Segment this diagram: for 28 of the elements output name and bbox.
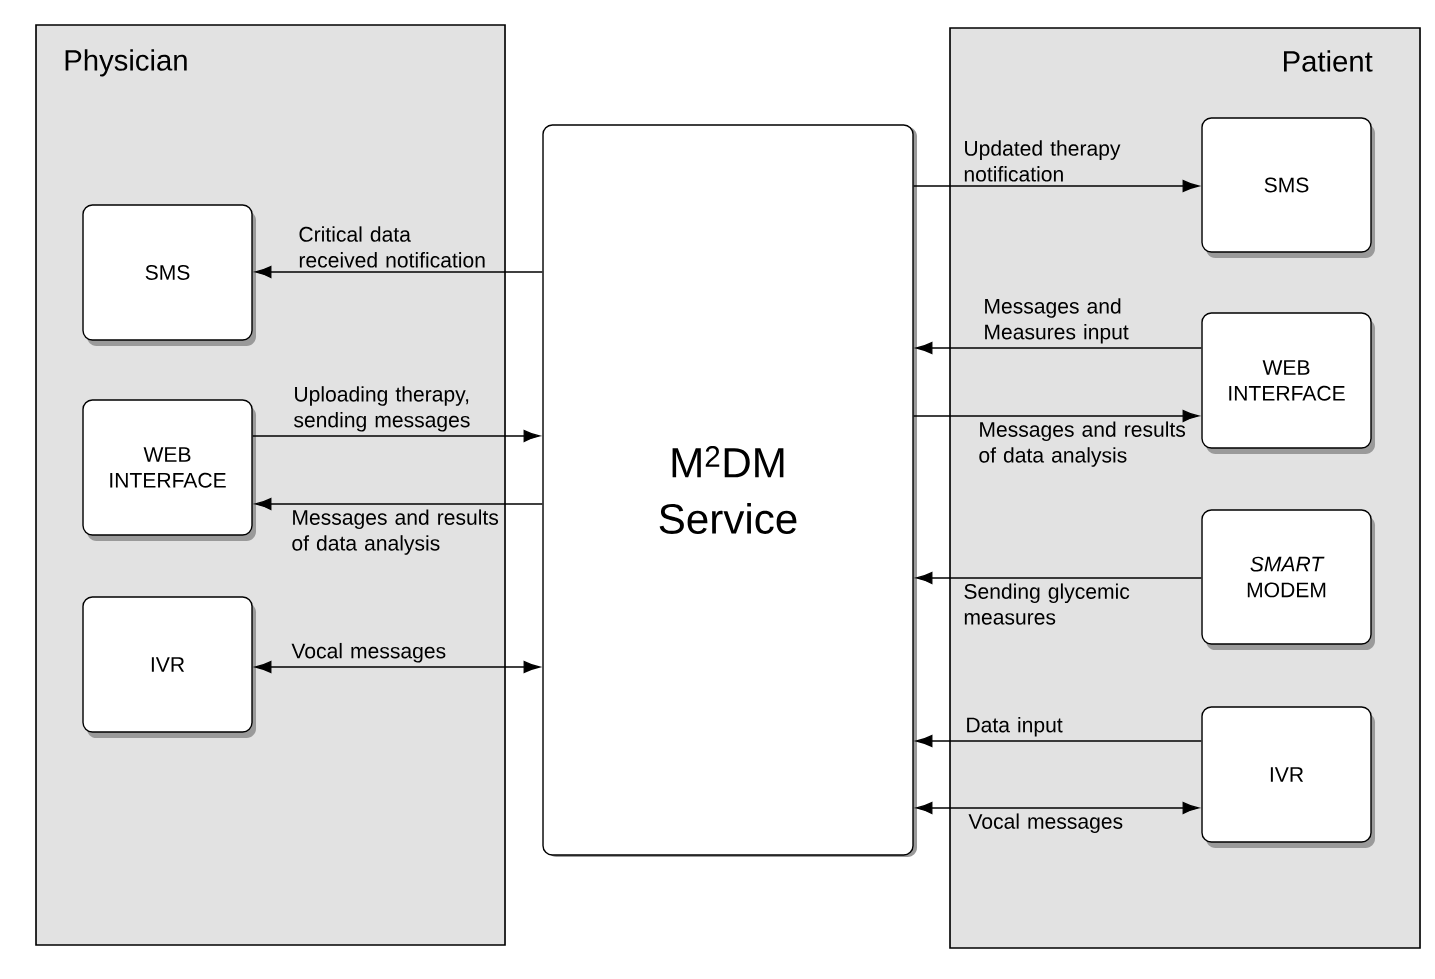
arrow <box>915 802 1200 814</box>
edge-label: Uploading therapy, sending messages <box>294 386 470 432</box>
device-box: SMS <box>82 204 256 346</box>
arrow <box>915 572 1202 584</box>
edge-label: Data input <box>967 716 1063 737</box>
device-box: IVR <box>82 596 256 738</box>
arrow <box>254 498 543 510</box>
edge-label: Messages and results of data analysis <box>292 509 499 555</box>
edge-label: Vocal messages <box>291 642 446 663</box>
arrow <box>252 430 541 442</box>
edge-label: Messages and results of data analysis <box>979 421 1186 467</box>
edge-label: Vocal messages <box>968 813 1123 834</box>
edge-label: Updated therapy notification <box>964 140 1121 182</box>
edge-label: Sending glycemic measures <box>964 583 1130 625</box>
arrow <box>915 342 1202 354</box>
device-box: WEB INTERFACE <box>82 399 256 541</box>
edge-label: Critical data received notification <box>299 226 485 268</box>
service-box: M$^{2}$DM Service <box>542 124 917 857</box>
arrow <box>913 180 1200 192</box>
arrow <box>254 661 541 673</box>
device-box: SMS <box>1201 117 1375 258</box>
device-box: WEB INTERFACE <box>1201 312 1375 454</box>
arrow <box>913 410 1200 422</box>
arrow <box>254 265 543 278</box>
arrow <box>915 735 1202 747</box>
device-box: IVR <box>1201 706 1375 848</box>
device-box: SMART MODEM <box>1201 509 1375 650</box>
edge-label: Messages and Measures input <box>985 298 1129 344</box>
